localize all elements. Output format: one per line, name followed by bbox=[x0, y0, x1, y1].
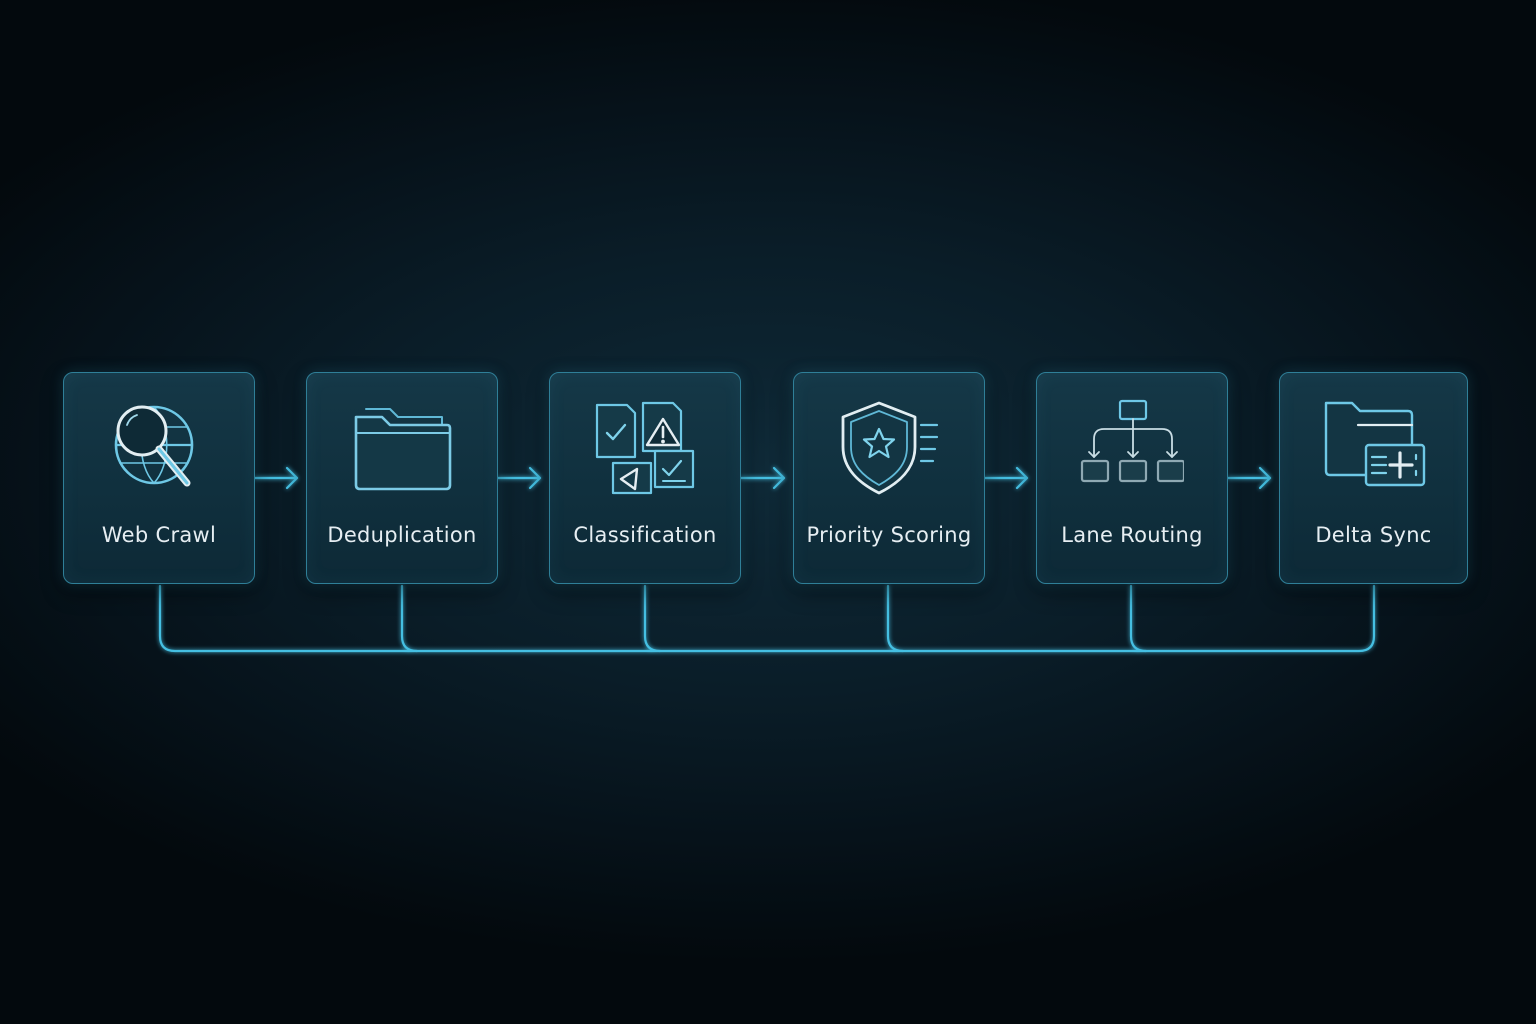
stage-web-crawl[interactable]: Web Crawl bbox=[63, 372, 255, 584]
arrow-3 bbox=[739, 466, 786, 490]
stage-label: Deduplication bbox=[327, 523, 477, 547]
arrow-1 bbox=[253, 466, 299, 490]
routing-tree-icon bbox=[1080, 399, 1184, 483]
feedback-bus bbox=[158, 584, 1376, 653]
folder-sync-icon bbox=[1324, 401, 1425, 487]
stage-classification[interactable]: Classification bbox=[549, 372, 741, 584]
arrow-2 bbox=[496, 466, 542, 490]
stage-label: Delta Sync bbox=[1315, 523, 1432, 547]
stage-deduplication[interactable]: Deduplication bbox=[306, 372, 498, 584]
arrow-4 bbox=[983, 466, 1029, 490]
folder-icon bbox=[354, 408, 452, 491]
stage-label: Lane Routing bbox=[1061, 523, 1203, 547]
stage-delta-sync[interactable]: Delta Sync bbox=[1279, 372, 1468, 584]
stage-priority-scoring[interactable]: Priority Scoring bbox=[793, 372, 985, 584]
arrow-5 bbox=[1226, 466, 1272, 490]
stage-lane-routing[interactable]: Lane Routing bbox=[1036, 372, 1228, 584]
stage-label: Classification bbox=[573, 523, 717, 547]
globe-search-icon bbox=[114, 405, 194, 487]
stage-label: Priority Scoring bbox=[806, 523, 972, 547]
shield-star-icon bbox=[841, 401, 939, 495]
documents-warning-icon bbox=[595, 401, 695, 495]
stage-label: Web Crawl bbox=[101, 523, 217, 547]
